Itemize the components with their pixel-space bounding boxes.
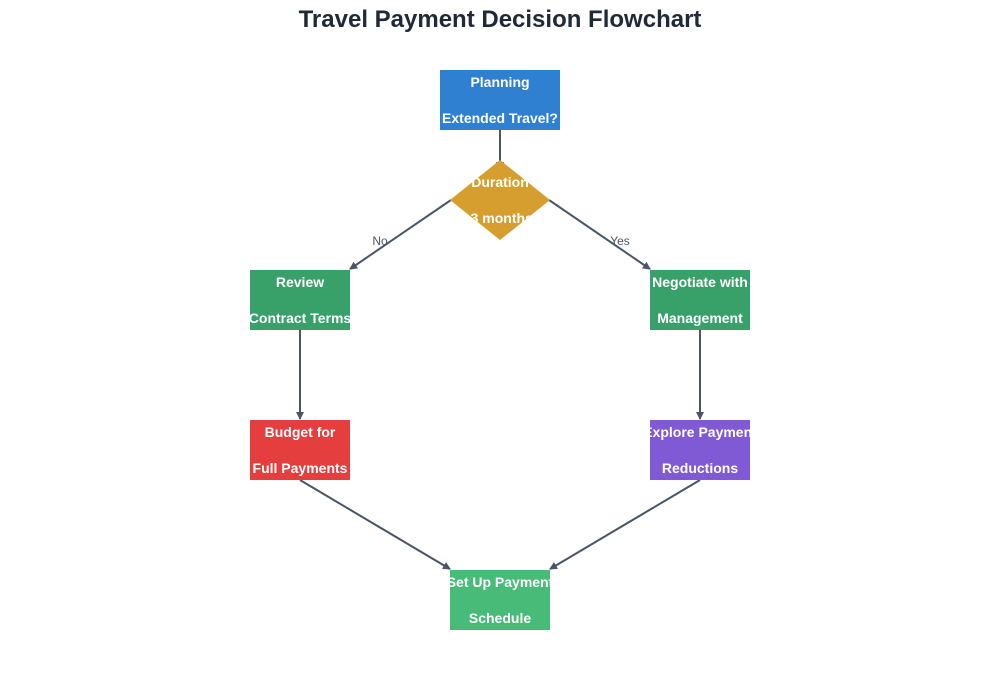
edge-decision-to-review — [349, 199, 452, 270]
edge-budget-to-setup — [299, 479, 451, 570]
node-label-line: > 3 months? — [458, 210, 542, 226]
node-review-contract-terms: Review Contract Terms — [248, 270, 352, 330]
edge-label-yes: Yes — [610, 234, 630, 248]
node-label-line: Review — [275, 274, 325, 290]
node-label-line: Schedule — [468, 610, 532, 626]
node-label-line: Reductions — [661, 460, 739, 476]
node-label-line: Management — [657, 310, 743, 326]
node-label-line: Budget for — [264, 424, 336, 440]
edge-decision-to-negotiate — [548, 199, 651, 270]
node-set-up-payment-schedule: Set Up Payment Schedule — [450, 570, 550, 630]
node-budget-full-payments: Budget for Full Payments — [250, 420, 350, 480]
node-label-line: Full Payments — [252, 460, 348, 476]
node-label-line: Contract Terms — [248, 310, 352, 326]
node-label-line: Planning — [470, 74, 530, 90]
edge-explore-to-setup — [549, 479, 701, 570]
node-label-line: Negotiate with — [652, 274, 748, 290]
node-label-line: Set Up Payment — [450, 574, 550, 590]
node-label-line: Explore Payment — [650, 424, 750, 440]
node-label-line: Extended Travel? — [442, 110, 558, 126]
node-label-line: Duration — [471, 174, 529, 190]
node-planning-extended-travel: Planning Extended Travel? — [440, 70, 560, 130]
page-title: Travel Payment Decision Flowchart — [298, 6, 702, 33]
edge-label-no: No — [372, 234, 388, 248]
node-negotiate-with-management: Negotiate with Management — [650, 270, 750, 330]
node-explore-payment-reductions: Explore Payment Reductions — [650, 420, 750, 480]
decision-diamond — [450, 160, 550, 240]
node-duration-decision: Duration > 3 months? — [450, 174, 550, 226]
